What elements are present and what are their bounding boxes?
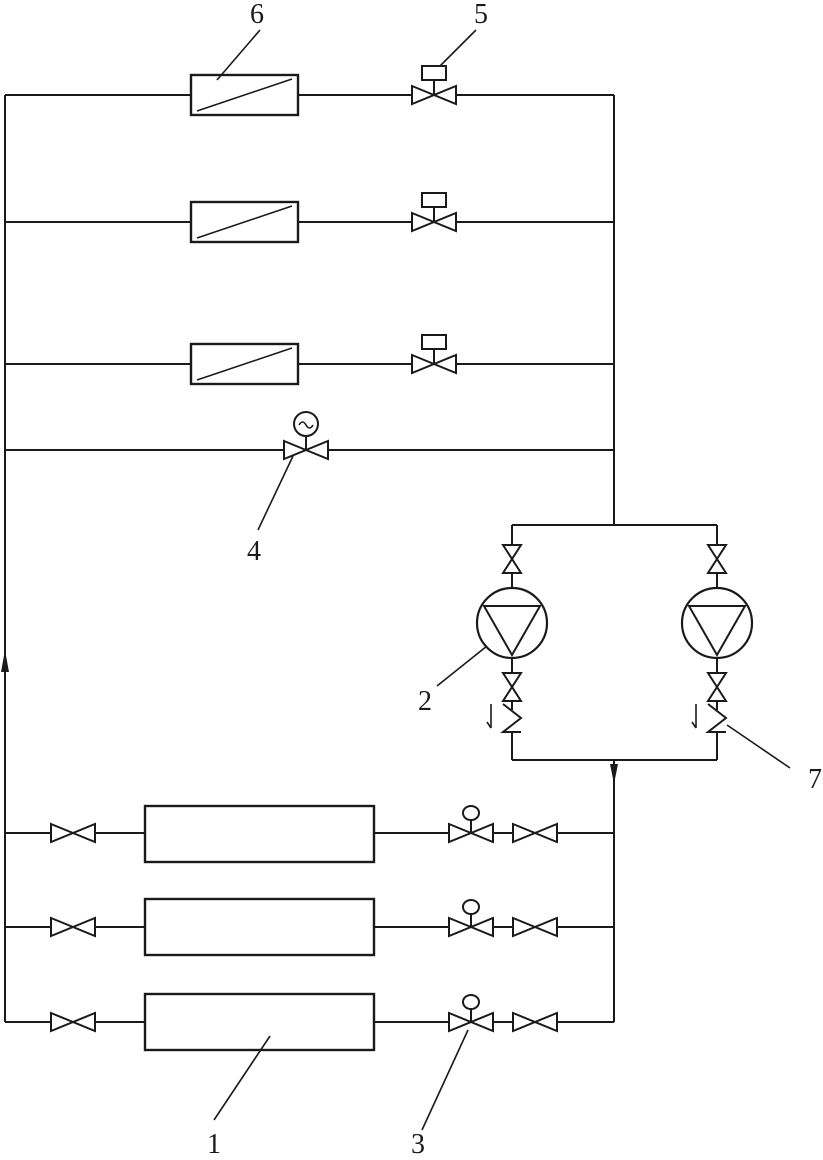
unit-branch-3 bbox=[5, 992, 614, 1052]
leader-lines bbox=[213, 29, 791, 1131]
unit-branch-2 bbox=[5, 897, 614, 957]
main-piping bbox=[1, 95, 618, 1022]
flow-arrow-down bbox=[610, 764, 618, 784]
exchanger-branch-2 bbox=[5, 192, 614, 244]
exchanger-branch-3 bbox=[5, 334, 614, 386]
label-2: 2 bbox=[418, 686, 432, 717]
label-5: 5 bbox=[474, 0, 488, 30]
label-4: 4 bbox=[247, 536, 261, 567]
bypass-branch bbox=[5, 411, 614, 460]
label-1: 1 bbox=[207, 1129, 221, 1160]
pump-right bbox=[680, 544, 754, 760]
label-6: 6 bbox=[250, 0, 264, 30]
flow-arrow-up bbox=[1, 650, 9, 672]
pump-left bbox=[475, 544, 549, 760]
pump-section bbox=[511, 524, 718, 761]
exchanger-branch-1 bbox=[5, 65, 614, 117]
label-7: 7 bbox=[808, 764, 822, 795]
unit-branch-1 bbox=[5, 804, 614, 864]
label-3: 3 bbox=[411, 1129, 425, 1160]
